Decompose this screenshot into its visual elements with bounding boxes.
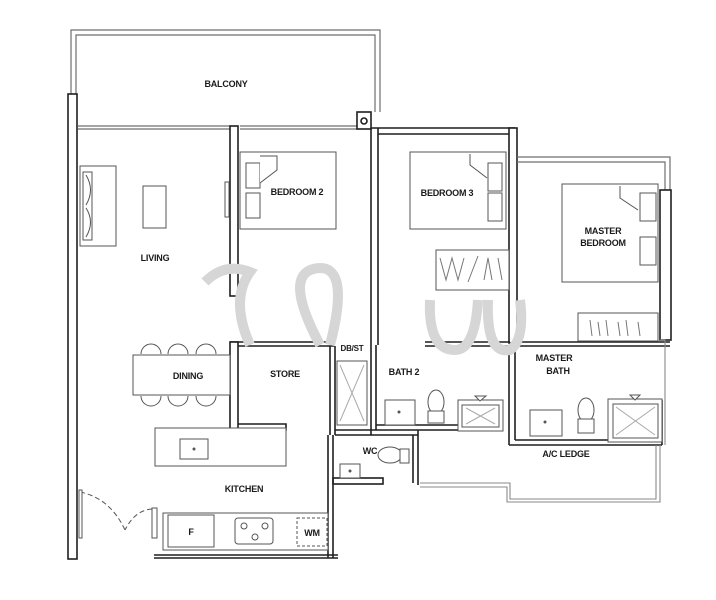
label-kitchen: KITCHEN [224, 484, 264, 494]
label-ac-ledge: A/C LEDGE [542, 449, 590, 459]
master-bath-fixtures [529, 394, 663, 443]
wardrobe-master [577, 312, 659, 342]
label-wc: WC [362, 446, 378, 456]
tv-panel [224, 181, 230, 218]
bath-2-fixtures [384, 389, 504, 432]
label-bedroom-3: BEDROOM 3 [420, 188, 474, 198]
wardrobe-bedroom-3 [435, 249, 510, 291]
label-master-bedroom-line2: BEDROOM [580, 238, 626, 248]
dining-set [132, 343, 231, 407]
bed-bedroom-2 [239, 151, 337, 230]
kitchen-counter [162, 512, 329, 551]
balcony-sliding-door [78, 125, 358, 130]
label-store: STORE [270, 369, 300, 379]
label-living: LIVING [140, 253, 170, 263]
label-bedroom-2: BEDROOM 2 [270, 187, 324, 197]
label-dining: DINING [172, 371, 204, 381]
label-master-bedroom-line1: MASTER [584, 226, 622, 236]
entrance-door [78, 489, 158, 539]
label-master-bath-line2: BATH [546, 366, 570, 376]
balcony-outline [70, 29, 381, 112]
sofa [79, 165, 117, 247]
ac-ledge-outline [420, 339, 666, 503]
coffee-table [142, 185, 167, 229]
furniture [78, 151, 663, 551]
wc-fixtures [339, 446, 410, 479]
label-balcony: BALCONY [204, 79, 248, 89]
label-fridge: F [188, 527, 194, 537]
bed-bedroom-3 [409, 151, 507, 230]
kitchen-island [154, 427, 287, 467]
label-dbst: DB/ST [340, 344, 364, 353]
label-bath-2: BATH 2 [388, 367, 420, 377]
shower-dbst [336, 360, 368, 426]
bed-master [561, 183, 659, 283]
label-washing-machine: WM [304, 528, 320, 538]
label-master-bath-line1: MASTER [535, 353, 573, 363]
watermark-graphic [201, 262, 527, 356]
